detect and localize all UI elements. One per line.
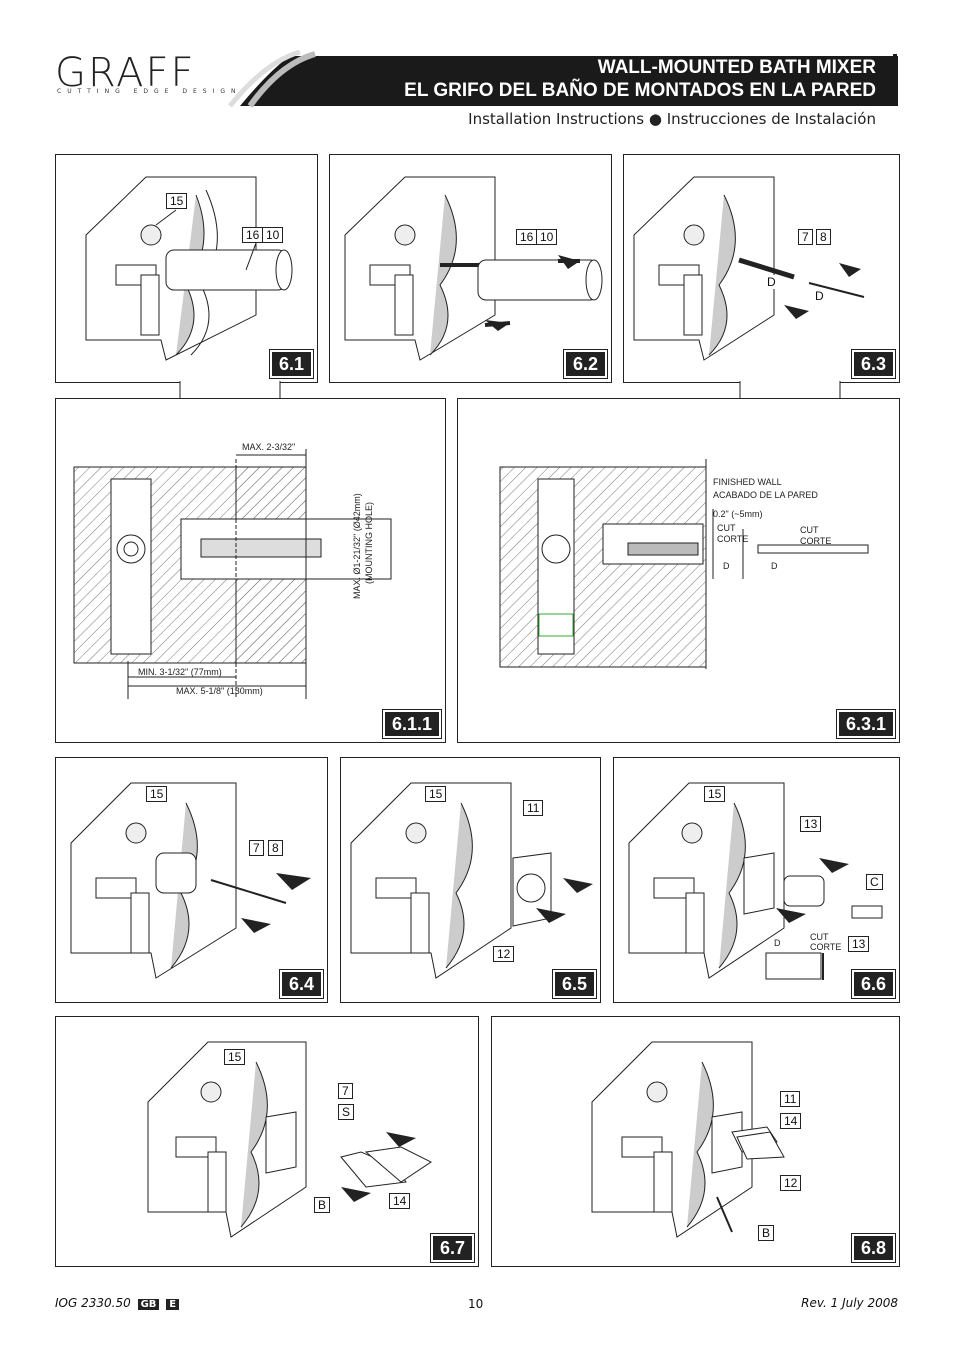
valve-wall-illustration: [147, 1041, 432, 1238]
cut-label: CUT: [810, 932, 829, 942]
valve-wall-illustration: [350, 782, 593, 979]
part-label-15: 15: [166, 193, 188, 209]
step-badge: 6.8: [850, 1233, 897, 1263]
part-label-10: 10: [262, 227, 284, 243]
part-label-13: 13: [800, 816, 822, 832]
step-6-4-panel: 15 7 8 6.4: [55, 757, 328, 1003]
part-label-15: 15: [704, 786, 726, 802]
part-label-7: 7: [798, 229, 813, 245]
dimension-d: D: [774, 938, 781, 948]
dimension-d: D: [771, 561, 778, 571]
step-badge: 6.3: [850, 349, 897, 379]
step-badge: 6.1.1: [381, 709, 443, 739]
finished-wall-label: FINISHED WALL: [713, 477, 782, 487]
page-subtitle: Installation Instructions ● Instruccione…: [468, 110, 876, 128]
part-label-7: 7: [249, 840, 264, 856]
valve-wall-illustration: [628, 782, 883, 980]
step-6-1-panel: 15 16 10 6.1: [55, 154, 318, 383]
part-label-15: 15: [146, 786, 168, 802]
revision-date: Rev. 1 July 2008: [801, 1296, 898, 1310]
part-label-c: C: [866, 874, 883, 890]
part-label-12: 12: [493, 946, 515, 962]
part-label-b: B: [758, 1225, 775, 1241]
min-depth-label: MIN. 3-1/32" (77mm): [138, 667, 222, 677]
logo-wordmark: GRAFF: [55, 50, 196, 96]
part-label-8: 8: [816, 229, 831, 245]
step-6-3-1-panel: FINISHED WALL ACABADO DE LA PARED 0.2" (…: [457, 398, 900, 743]
part-label-15: 15: [425, 786, 447, 802]
language-tag-e: E: [166, 1299, 180, 1310]
doc-code: IOG 2330.50 GB E: [55, 1296, 180, 1310]
dimension-d: D: [812, 289, 827, 303]
step-badge: 6.5: [551, 969, 598, 999]
step-6-7-panel: 15 7 S B 14 6.7: [55, 1016, 479, 1267]
step-badge: 6.6: [850, 969, 897, 999]
part-label-15: 15: [224, 1049, 246, 1065]
title-block: WALL-MOUNTED BATH MIXER EL GRIFO DEL BAÑ…: [250, 54, 898, 104]
dimension-d: D: [764, 275, 779, 289]
max-depth-label: MAX. 2-3/32": [242, 442, 296, 452]
step-6-8-panel: 11 14 12 B 6.8: [491, 1016, 900, 1267]
part-label-12: 12: [780, 1175, 802, 1191]
title-banner: [228, 50, 898, 108]
logo-tagline: CUTTING EDGE DESIGN: [57, 88, 242, 95]
finished-wall-label-es: ACABADO DE LA PARED: [713, 490, 818, 500]
mounting-hole-sublabel: (MOUNTING HOLE): [364, 502, 374, 584]
part-label-11: 11: [523, 800, 544, 816]
graff-logo: GRAFF CUTTING EDGE DESIGN: [55, 50, 245, 110]
corte-label: CORTE: [717, 534, 749, 544]
part-label-14: 14: [389, 1193, 411, 1209]
valve-wall-illustration: [591, 1041, 785, 1238]
title-spanish: EL GRIFO DEL BAÑO DE MONTADOS EN LA PARE…: [404, 80, 876, 101]
corte-label: CORTE: [800, 536, 832, 546]
section-drawing: [73, 449, 392, 699]
dimension-d: D: [723, 561, 730, 571]
part-label-16: 16: [516, 229, 538, 245]
max-depth-bottom-label: MAX. 5-1/8" (130mm): [176, 686, 263, 696]
step-6-3-panel: 7 8 D D 6.3: [623, 154, 900, 383]
step-badge: 6.1: [268, 349, 315, 379]
part-label-11: 11: [780, 1091, 801, 1107]
step-badge: 6.4: [278, 969, 325, 999]
part-label-10: 10: [536, 229, 558, 245]
step-badge: 6.7: [429, 1233, 476, 1263]
part-label-b: B: [314, 1197, 331, 1213]
step-badge: 6.3.1: [835, 709, 897, 739]
title-english: WALL-MOUNTED BATH MIXER: [597, 57, 876, 78]
part-label-13: 13: [848, 936, 870, 952]
offset-label: 0.2" (~5mm): [713, 509, 763, 519]
part-label-7: 7: [338, 1083, 353, 1099]
corte-label: CORTE: [810, 942, 842, 952]
part-label-s: S: [338, 1104, 355, 1120]
valve-wall-illustration: [85, 176, 293, 361]
step-6-2-panel: 16 10 6.2: [329, 154, 612, 383]
valve-wall-illustration: [344, 176, 603, 361]
step-6-1-1-panel: MAX. 2-3/32" MAX. Ø1-21/32" (Ø42mm) (MOU…: [55, 398, 446, 743]
title-accent-bar: [893, 54, 897, 104]
cut-label: CUT: [800, 525, 819, 535]
page-number: 10: [468, 1297, 484, 1311]
part-label-8: 8: [268, 840, 283, 856]
step-badge: 6.2: [562, 349, 609, 379]
mounting-hole-label: MAX. Ø1-21/32" (Ø42mm): [352, 493, 362, 599]
valve-wall-illustration: [633, 176, 865, 361]
language-tag-gb: GB: [137, 1299, 160, 1310]
part-label-16: 16: [242, 227, 264, 243]
part-label-14: 14: [780, 1113, 802, 1129]
step-6-5-panel: 15 11 12 6.5: [340, 757, 601, 1003]
step-6-6-panel: 15 13 C 13 D CUT CORTE 6.6: [613, 757, 900, 1003]
doc-code-text: IOG 2330.50: [55, 1296, 131, 1310]
valve-wall-illustration: [70, 782, 311, 979]
cut-label: CUT: [717, 523, 736, 533]
section-drawing: [499, 459, 869, 669]
